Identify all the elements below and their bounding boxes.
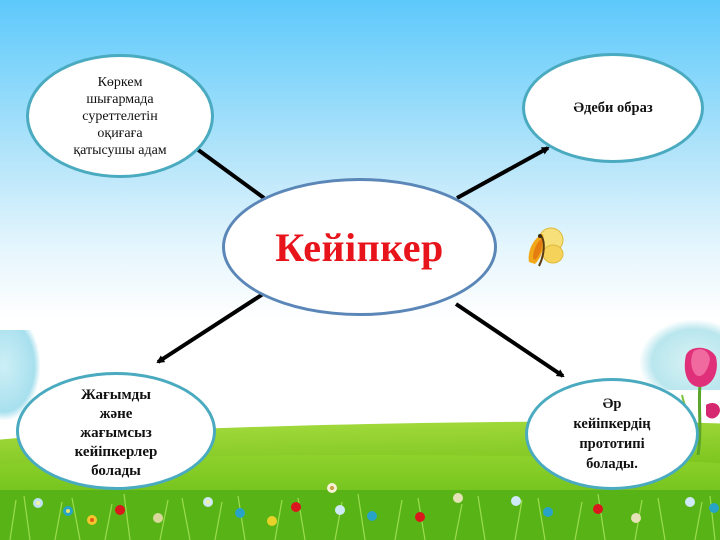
center-title: Кейіпкер [275, 224, 444, 270]
node-top-left-label: Көркем шығармада суреттелетін оқиғаға қа… [73, 74, 167, 158]
arrow-to-top-right [456, 146, 550, 200]
arrow-to-bottom-left [156, 292, 265, 364]
node-center: Кейіпкер [222, 178, 497, 316]
grass-with-flowers [0, 483, 720, 540]
arrow-to-top-left [184, 139, 266, 200]
node-top-left: Көркем шығармада суреттелетін оқиғаға қа… [26, 54, 214, 178]
butterfly-icon [528, 227, 564, 267]
node-bottom-right-label: Әр кейіпкердің прототипі болады. [573, 396, 651, 472]
node-bottom-left-label: Жағымды және жағымсыз кейіпкерлер болады [74, 386, 158, 479]
node-bottom-right: Әр кейіпкердің прототипі болады. [525, 378, 699, 490]
node-bottom-left: Жағымды және жағымсыз кейіпкерлер болады [16, 372, 216, 490]
node-top-right-label: Әдеби образ [573, 99, 653, 116]
node-top-right: Әдеби образ [522, 53, 704, 163]
arrow-to-bottom-right [454, 302, 565, 378]
